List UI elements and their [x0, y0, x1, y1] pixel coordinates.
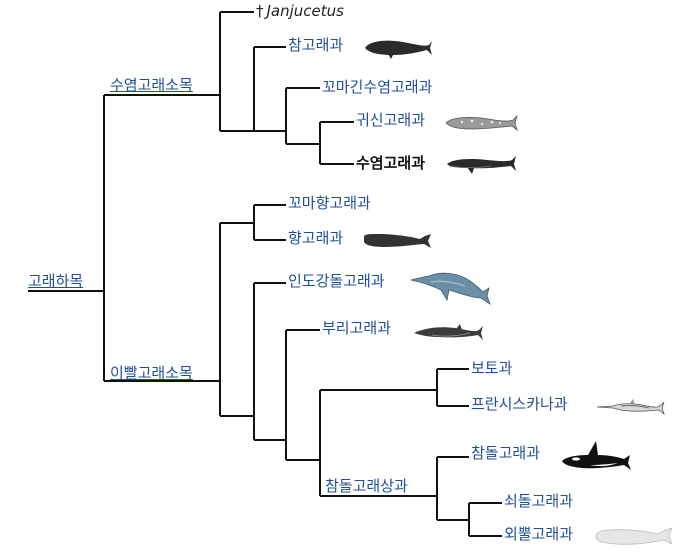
extinct-dagger: †: [256, 2, 264, 20]
family-monodontidae[interactable]: 외뿔고래과: [504, 525, 574, 543]
family-phocoenidae[interactable]: 쇠돌고래과: [504, 492, 574, 510]
rorqual-icon: [447, 156, 516, 174]
family-physeteridae[interactable]: 향고래과: [288, 229, 344, 247]
janjucetus-label: †Janjucetus: [256, 2, 344, 20]
beluga-icon: [595, 527, 673, 545]
sperm-whale-icon: [364, 234, 431, 248]
family-ziphiidae[interactable]: 부리고래과: [322, 319, 392, 337]
root-label[interactable]: 고래하목: [28, 272, 84, 290]
family-neobalaenidae[interactable]: 꼬마긴수염고래과: [322, 78, 433, 96]
franciscana-icon: [596, 399, 665, 416]
grey-whale-icon: [445, 114, 518, 132]
family-kogiidae[interactable]: 꼬마향고래과: [288, 194, 371, 212]
family-eschrichtiidae[interactable]: 귀신고래과: [356, 111, 426, 129]
family-delphinidae[interactable]: 참돌고래과: [471, 444, 541, 462]
janjucetus-name: Janjucetus: [266, 2, 344, 20]
family-iniidae[interactable]: 보토과: [471, 359, 513, 377]
orca-icon: [562, 441, 631, 470]
beaked-whale-icon: [414, 324, 483, 340]
family-balaenopteridae: 수염고래과: [356, 154, 426, 172]
river-dolphin-icon: [410, 272, 491, 306]
right-whale-icon: [365, 40, 432, 59]
family-pontoporiidae[interactable]: 프란시스카나과: [471, 395, 568, 413]
suborder-odontoceti-label[interactable]: 이빨고래소목: [110, 364, 193, 382]
superfamily-delphinoidea[interactable]: 참돌고래상과: [325, 477, 408, 495]
suborder-mysticeti-label[interactable]: 수염고래소목: [110, 76, 193, 94]
family-platanistidae[interactable]: 인도강돌고래과: [288, 272, 385, 290]
family-balaenidae[interactable]: 참고래과: [288, 36, 344, 54]
